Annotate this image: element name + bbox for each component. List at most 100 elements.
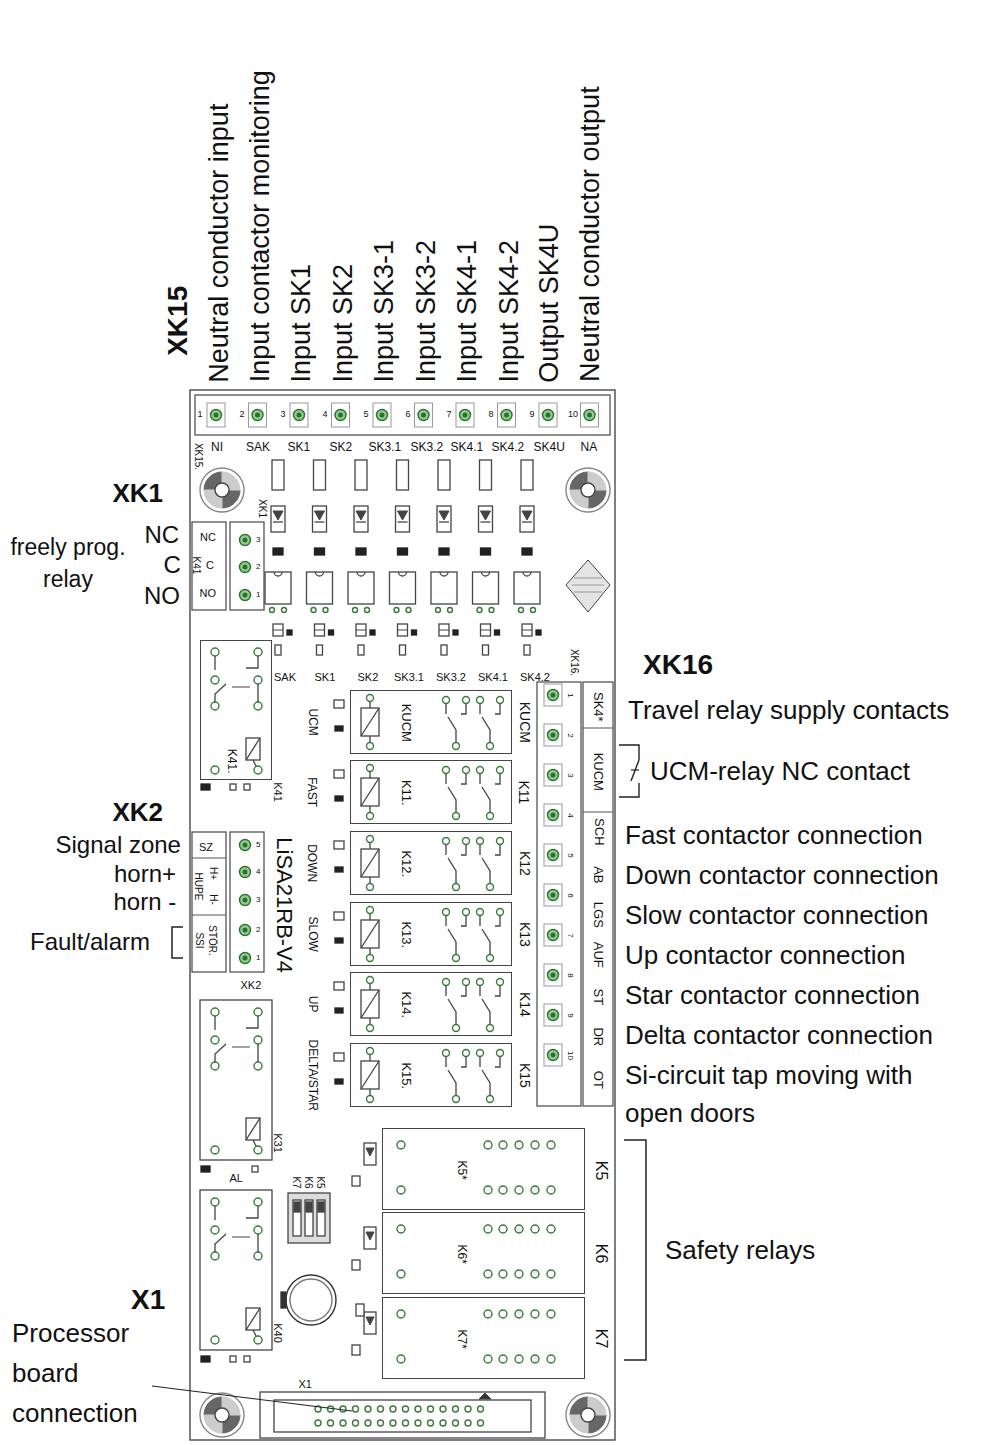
hole-center: [215, 483, 229, 497]
silkscreen-label-holder: AUF: [590, 942, 606, 968]
terminal-cell: [539, 403, 557, 427]
led: [334, 770, 344, 778]
pin-number-holder: 9: [530, 410, 535, 420]
capacitor: [273, 548, 283, 555]
pad: [443, 838, 450, 845]
optocoupler: [473, 572, 499, 604]
callout-label: NC: [145, 521, 180, 550]
terminal-block: [195, 395, 610, 435]
marker: [230, 1356, 236, 1362]
silkscreen-label-holder: XK2: [241, 979, 262, 991]
terminal-center: [214, 413, 218, 417]
silkscreen-label: KUCM: [590, 753, 606, 791]
pin-number-holder: 1: [565, 693, 574, 697]
silkscreen-label: AUF: [590, 942, 606, 968]
relay-name-holder: K14.: [398, 991, 414, 1018]
diode-triangle: [273, 511, 283, 520]
terminal-screw: [240, 590, 251, 601]
callout-label: Input SK3-1: [368, 239, 400, 382]
pad: [443, 767, 450, 774]
silkscreen-label: NC: [200, 531, 216, 543]
callout-label: Input contactor monitoring: [244, 70, 276, 382]
silkscreen-label-holder: UP: [305, 996, 319, 1013]
terminal-cell: [415, 403, 433, 427]
pin-number: 1: [256, 591, 260, 600]
connector-heading: XK1: [113, 478, 164, 509]
coil-diagonal: [246, 1308, 260, 1330]
pad: [367, 765, 374, 772]
resistor: [480, 460, 492, 490]
callout-label-holder: Input SK3-1: [368, 239, 400, 382]
callout-label-holder: Input SK3-2: [410, 239, 442, 382]
coil-diagonal: [361, 920, 379, 948]
relay-box: K12.: [350, 831, 512, 895]
pin-number-holder: 3: [256, 896, 260, 905]
silkscreen-label-holder: NA: [581, 440, 598, 454]
pin-number: 2: [256, 563, 260, 572]
pad: [367, 836, 374, 843]
relay-coil: [361, 1061, 379, 1089]
logo-stripe: [574, 578, 602, 579]
silkscreen-label: SLOW: [305, 917, 319, 952]
terminal-cell: [544, 684, 562, 706]
opto-notch: [482, 572, 490, 576]
opto-notch: [440, 572, 448, 576]
terminal-center: [551, 693, 555, 697]
connector-heading: XK2: [113, 797, 164, 828]
coil-lead: [369, 1055, 370, 1061]
silkscreen-label-holder: SK4.2: [520, 671, 550, 683]
coil-diagonal: [246, 1118, 260, 1140]
terminal-center: [243, 870, 247, 874]
pad: [254, 1252, 262, 1260]
led: [358, 645, 364, 655]
relay-pin: [515, 1355, 523, 1363]
silkscreen-label: K5: [592, 1160, 611, 1180]
silkscreen-label: DOWN: [305, 844, 319, 882]
resistor-smd: [335, 796, 343, 801]
terminal-screw: [543, 410, 554, 421]
opto-notch: [274, 572, 282, 576]
terminal-screw: [240, 535, 251, 546]
relay-pin: [499, 1186, 507, 1194]
dip-knob: [306, 1202, 312, 1212]
pad: [497, 1050, 504, 1057]
silkscreen-label: SK4.2: [520, 671, 550, 683]
header-pin: [353, 1406, 359, 1412]
battery-tab: [281, 1292, 286, 1308]
resistor-mark: [356, 630, 366, 631]
pad: [477, 838, 484, 845]
silkscreen-label: K40: [272, 1323, 284, 1343]
pad: [323, 608, 328, 613]
pad: [353, 608, 358, 613]
relay-pin: [484, 1186, 492, 1194]
relay-contact: [480, 1057, 500, 1095]
pin-number: 5: [256, 841, 260, 850]
resistor-mark: [398, 630, 408, 631]
leader-line: [152, 1386, 352, 1411]
pad: [367, 743, 374, 750]
relay-contact: [215, 1016, 258, 1062]
relay-pin: [547, 1355, 555, 1363]
header-pin: [365, 1420, 371, 1426]
callout-label: horn+: [114, 860, 176, 889]
silkscreen-label-holder: K6: [592, 1243, 611, 1263]
pin-number-holder: 10: [568, 410, 578, 420]
pin-number-holder: 2: [240, 410, 245, 420]
pad: [211, 1036, 219, 1044]
silkscreen-label-holder: STÖR.: [206, 925, 217, 956]
pin-number-holder: 8: [489, 410, 494, 420]
diode: [364, 1312, 376, 1334]
silkscreen-label-holder: SK3.1: [369, 440, 402, 454]
marker: [244, 1356, 250, 1362]
connector-heading-holder: X1: [131, 1283, 165, 1317]
callout-label: freely prog. relay: [0, 531, 138, 595]
coil-lead: [369, 877, 370, 883]
pad: [211, 676, 219, 684]
terminal-center: [551, 733, 555, 737]
pad: [397, 1141, 405, 1149]
coil-lead: [253, 760, 256, 766]
silkscreen-label-holder: SAK: [246, 440, 270, 454]
pin-number: 3: [256, 536, 260, 545]
divider: [583, 812, 613, 813]
header-pin: [340, 1406, 346, 1412]
